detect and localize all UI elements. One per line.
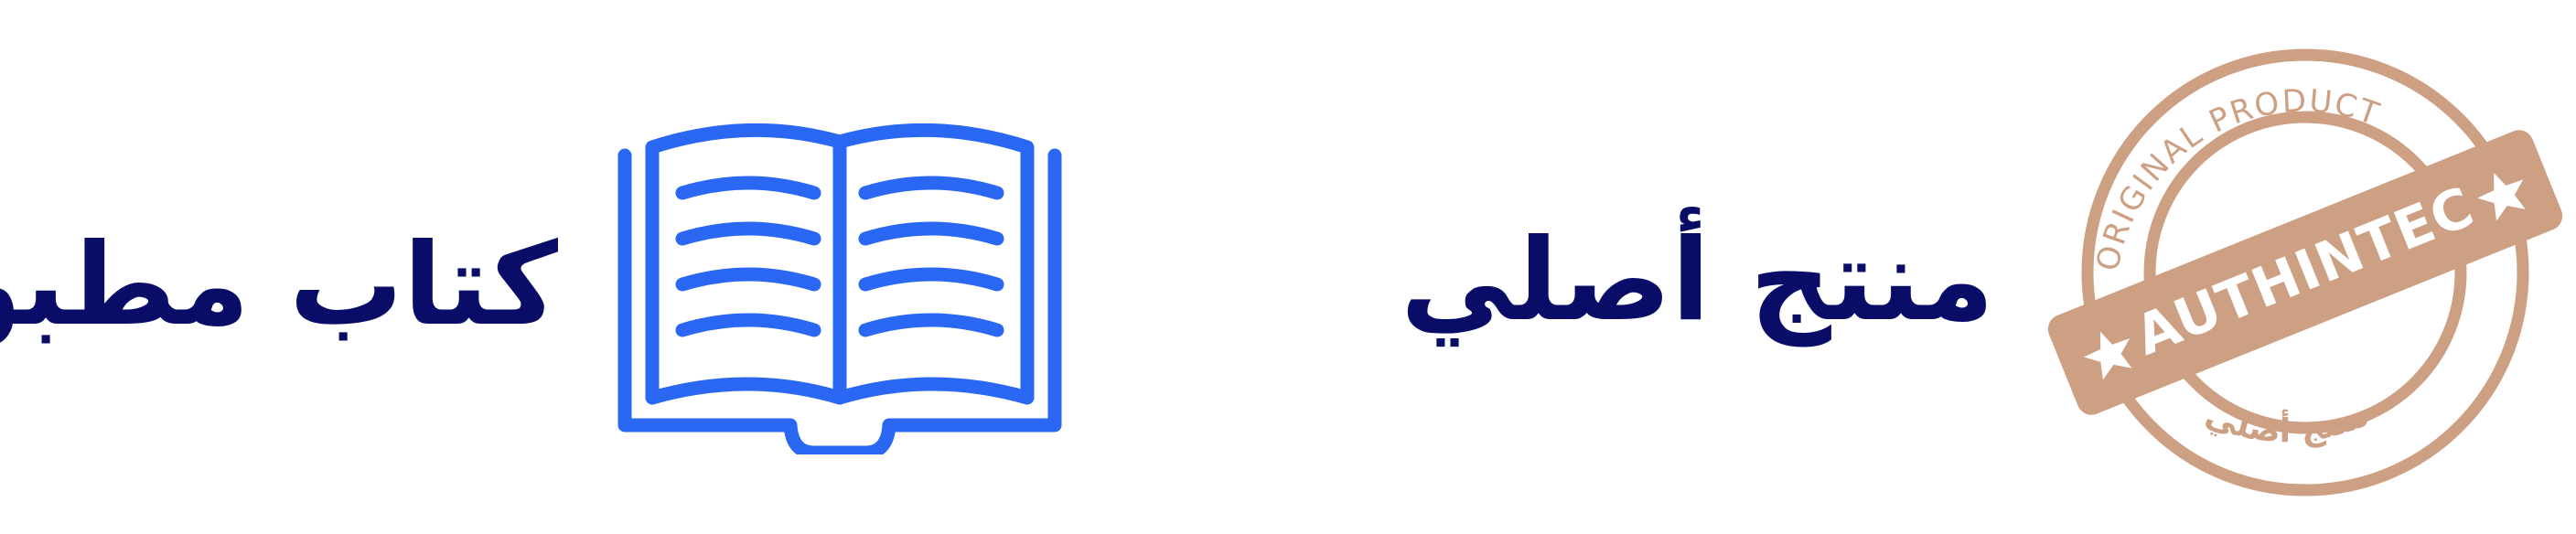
open-book-icon — [617, 123, 1062, 454]
original-product-label: منتج أصلي — [1401, 215, 1994, 347]
star-icon — [2477, 172, 2526, 221]
authenticity-stamp: ORIGINAL PRODUCT منتج أصلي AUTHINTEC — [2047, 48, 2563, 497]
stamp-bottom-arc: منتج أصلي — [2200, 396, 2373, 451]
printed-book-label: كتاب مطبوع — [0, 219, 558, 351]
star-icon — [2083, 331, 2132, 380]
